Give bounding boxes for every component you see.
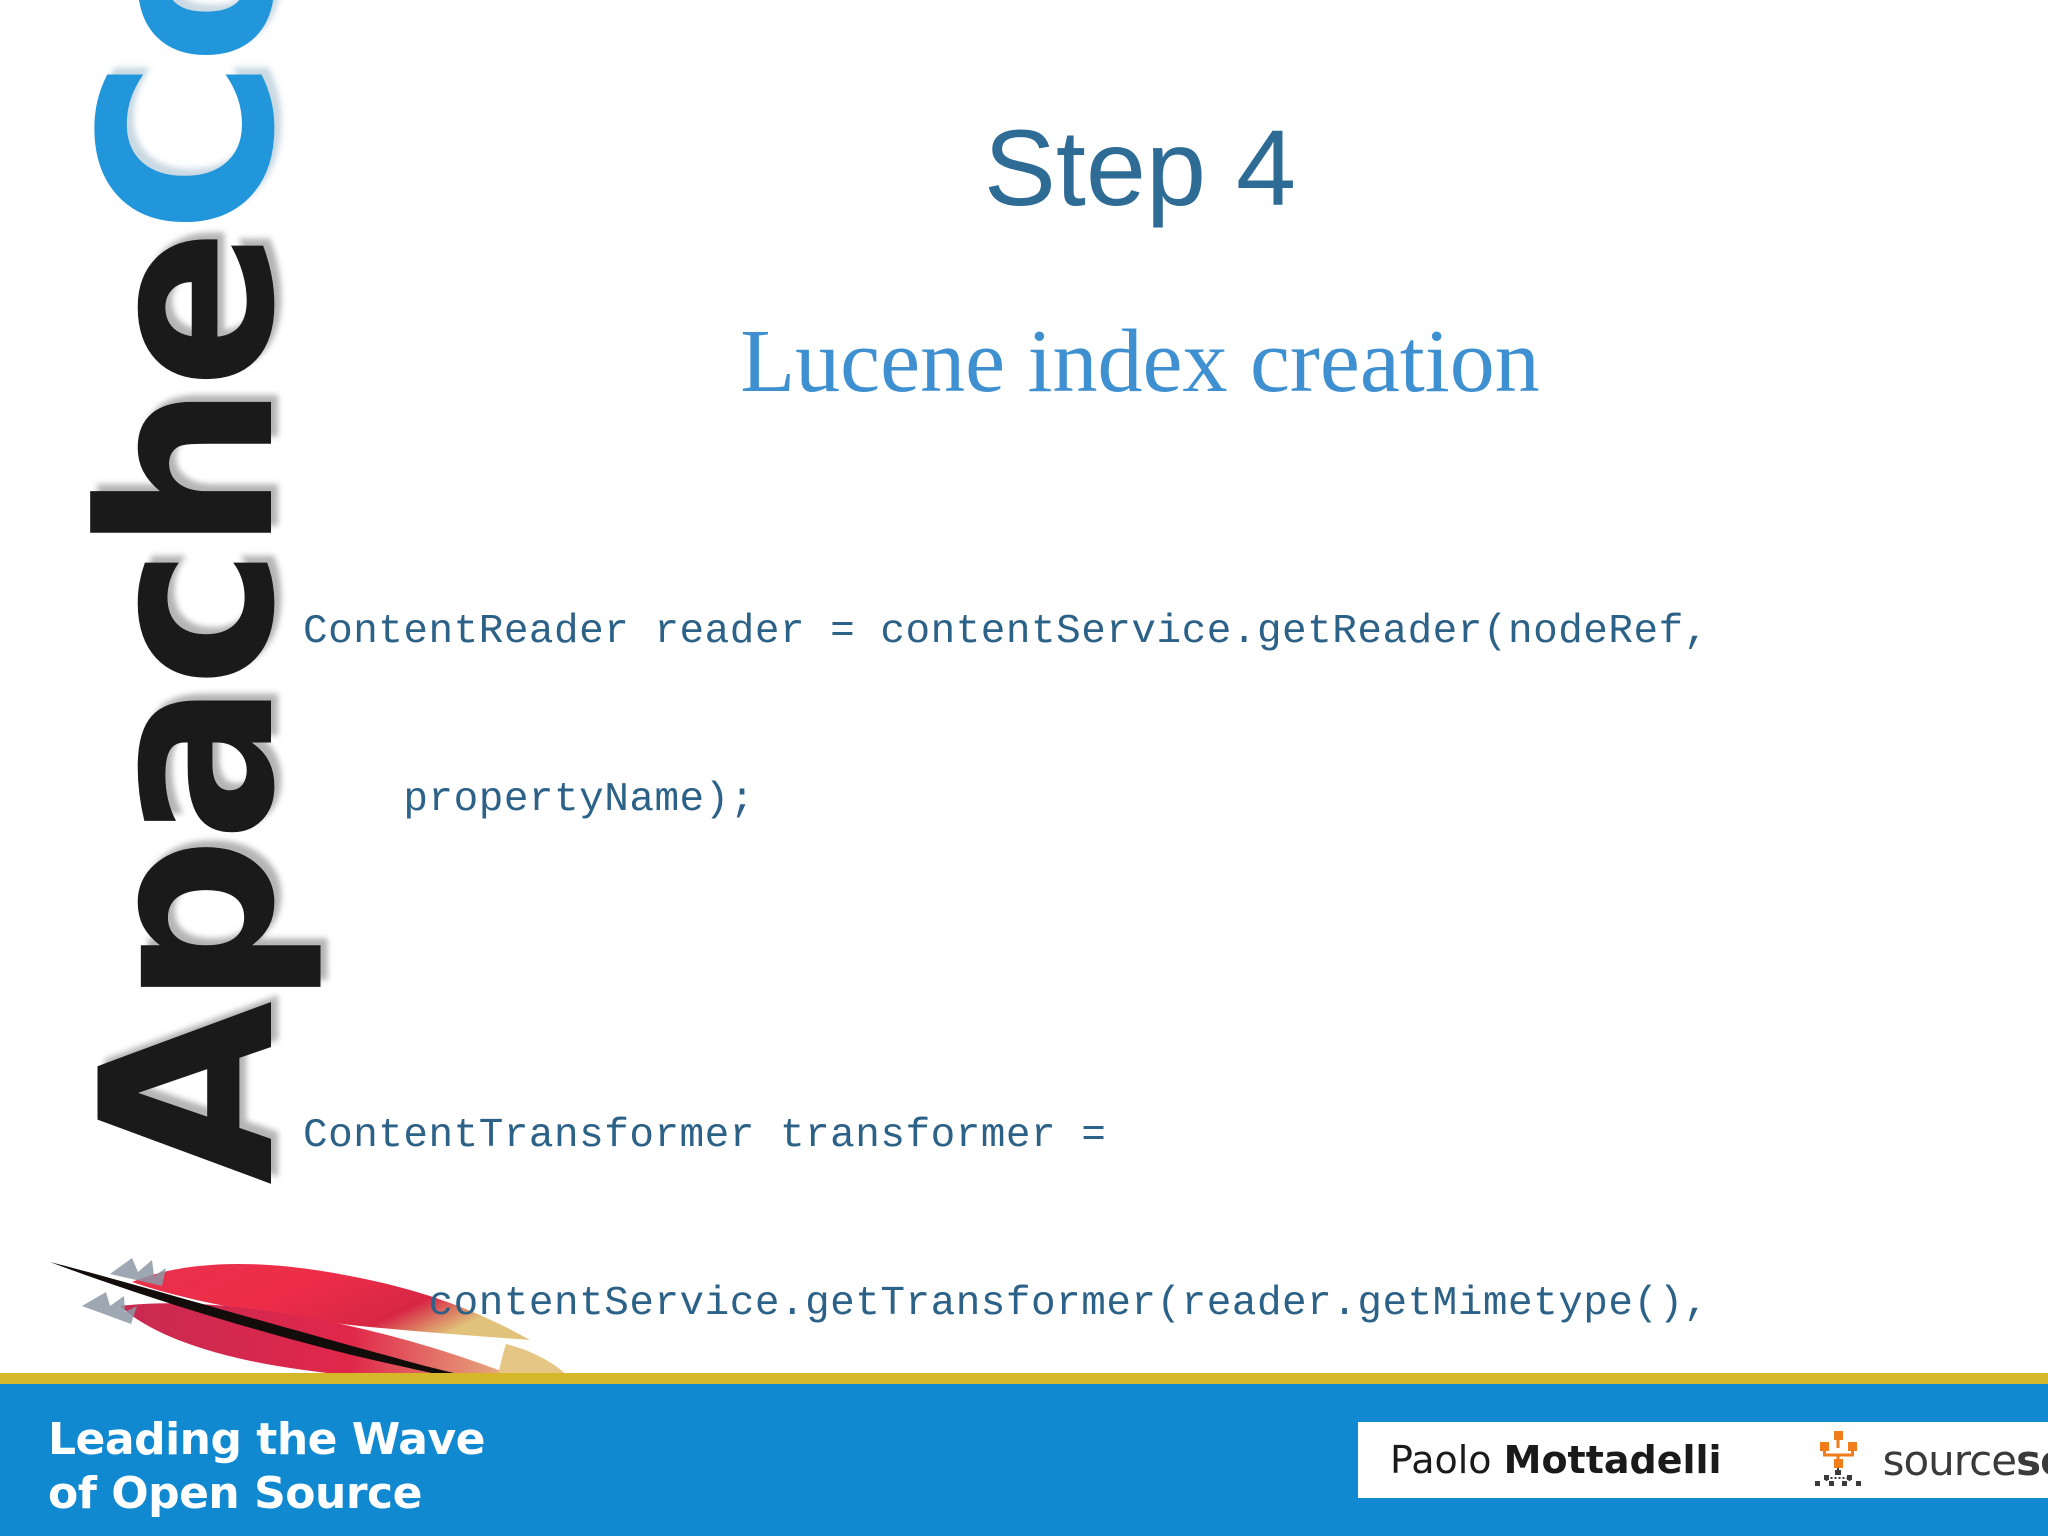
- code-line: ContentReader reader = contentService.ge…: [303, 609, 1709, 655]
- sourcesense-mark-icon: [1807, 1429, 1869, 1491]
- apache-feather-icon: [20, 1240, 600, 1400]
- tagline-line-1: Leading the Wave: [48, 1414, 485, 1465]
- slide-title: Step 4: [983, 107, 1297, 228]
- presenter-first-name: Paolo: [1390, 1438, 1504, 1482]
- gold-divider: [0, 1373, 2048, 1384]
- code-line: propertyName);: [303, 777, 755, 823]
- sourcesense-word-sense: sense: [2016, 1435, 2048, 1485]
- slide-subtitle: Lucene index creation: [740, 312, 1540, 411]
- footer-tagline: Leading the Wave of Open Source: [48, 1413, 485, 1521]
- code-line-blank: [303, 940, 2023, 996]
- apachecon-apache-text: Apache: [51, 233, 328, 1185]
- apachecon-con-text: Con: [51, 0, 328, 234]
- apachecon-logo: ApacheCon: [0, 0, 328, 1290]
- sourcesense-word-source: source: [1882, 1435, 2017, 1485]
- code-line: ContentTransformer transformer =: [303, 1113, 1107, 1159]
- presenter-name: Paolo Mottadelli: [1390, 1438, 1722, 1482]
- presenter-last-name: Mottadelli: [1503, 1438, 1722, 1482]
- tagline-line-2: of Open Source: [48, 1468, 422, 1519]
- presenter-credit-plate: Paolo Mottadelli: [1358, 1422, 2048, 1498]
- code-line: contentService.getTransformer(reader.get…: [303, 1281, 1709, 1327]
- apachecon-wordmark: ApacheCon: [51, 0, 328, 1185]
- sourcesense-wordmark: sourcesense: [1883, 1436, 2048, 1485]
- sourcesense-logo: sourcesense: [1807, 1429, 2048, 1491]
